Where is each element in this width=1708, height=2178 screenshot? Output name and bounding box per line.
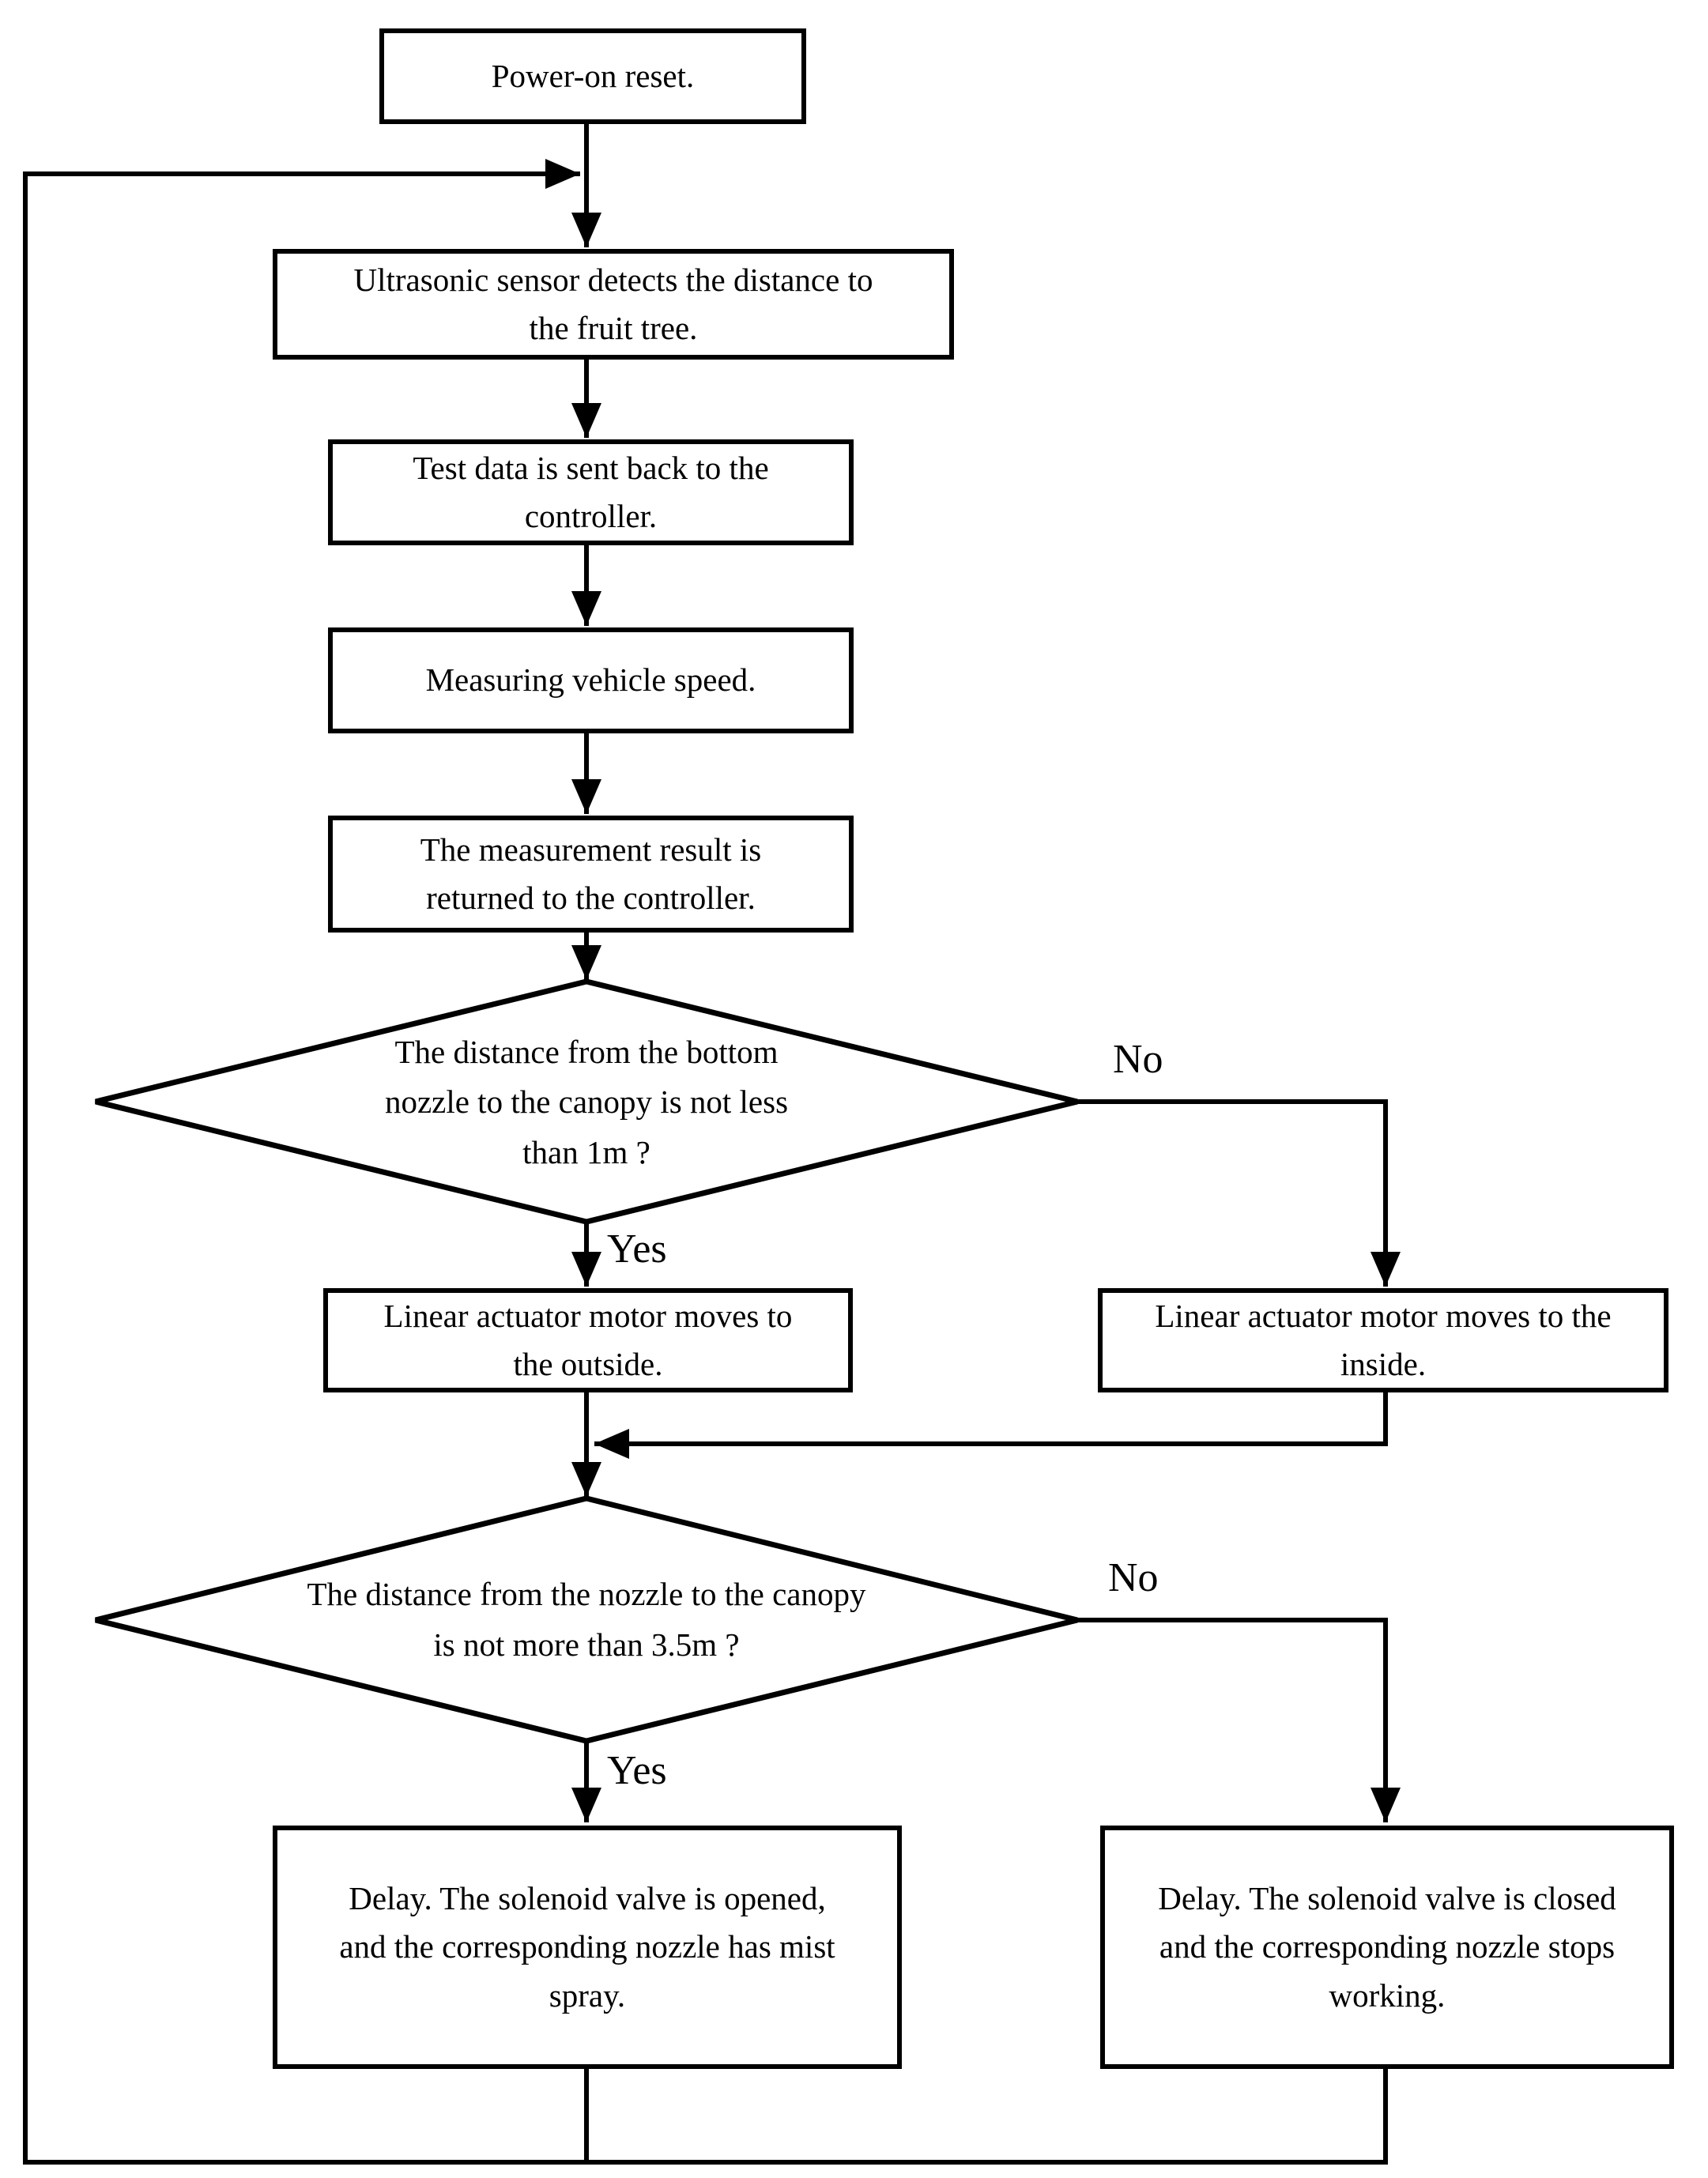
node-actuator-outside: Linear actuator motor moves to the outsi… [323,1288,853,1392]
decision-2-shape [95,1495,1078,1744]
node-valve-close: Delay. The solenoid valve is closed and … [1100,1826,1674,2069]
node-power-on-reset: Power-on reset. [379,28,806,124]
node-valve-open: Delay. The solenoid valve is opened, and… [273,1826,902,2069]
decision-2-yes-label: Yes [607,1748,667,1793]
edge-inside-merge [594,1392,1388,1459]
node-actuator-inside: Linear actuator motor moves to the insid… [1098,1288,1668,1392]
decision-1-yes-label: Yes [607,1227,667,1272]
decision-2-no-label: No [1108,1555,1159,1600]
node-measurement-result: The measurement result is returned to th… [328,816,854,933]
decision-1-shape [95,978,1078,1225]
node-ultrasonic-detect: Ultrasonic sensor detects the distance t… [273,249,954,360]
edge-decision2-no [1077,1618,1401,1822]
decision-1-no-label: No [1113,1037,1163,1082]
edge-decision1-no [1077,1099,1401,1287]
node-measuring-speed: Measuring vehicle speed. [328,627,854,733]
node-test-data-sent: Test data is sent back to the controller… [328,439,854,545]
edge-return-loop [23,159,1388,2165]
